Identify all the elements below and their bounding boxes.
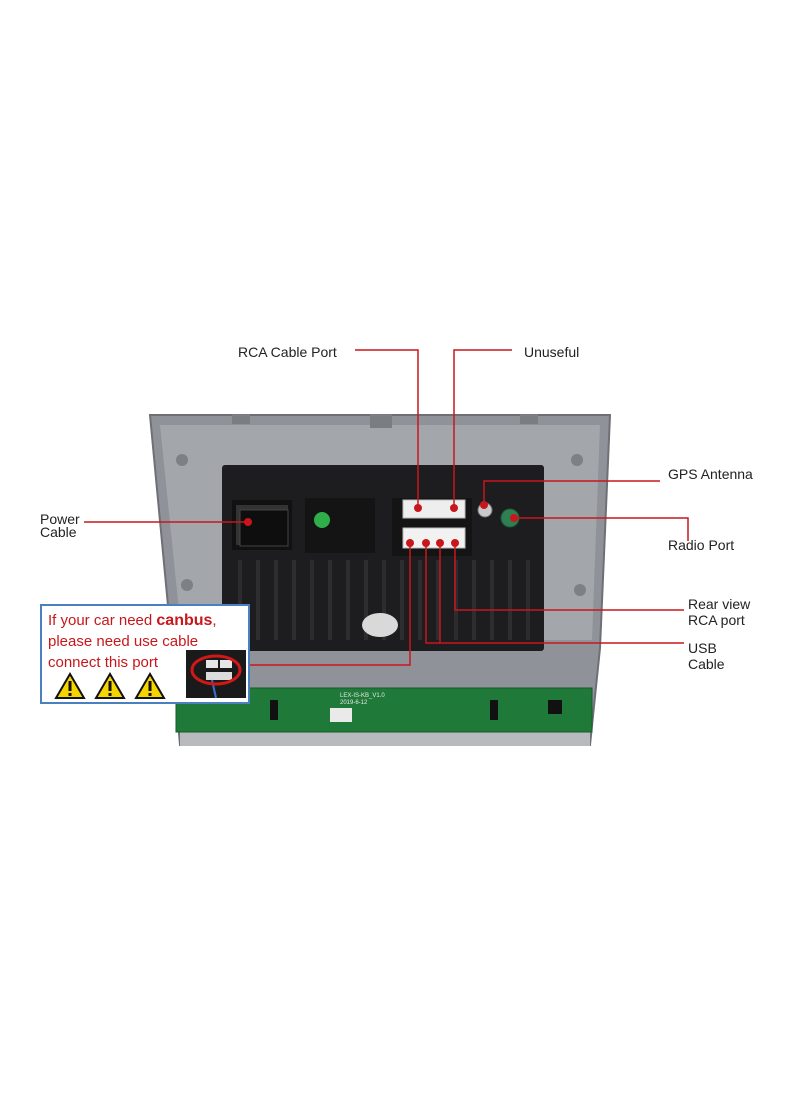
label-rca-cable-port: RCA Cable Port [238, 344, 337, 360]
warning-icon [54, 672, 86, 699]
callout-canbus-word: canbus [156, 612, 213, 629]
pcb-model-text: LEX-IS-KB_V1.0 [340, 693, 385, 699]
label-unuseful: Unuseful [524, 344, 580, 360]
leader-rear-view [454, 543, 684, 611]
pcb-date-text: 2019-6-12 [340, 700, 368, 706]
power-cable-port [239, 509, 289, 547]
label-power-cable-2: Cable [40, 524, 77, 540]
callout-line-1-prefix: If your car need [48, 612, 157, 629]
label-usb-1: USB [688, 640, 717, 656]
warning-icon [134, 672, 166, 699]
canbus-callout: If your car need canbus, please need use… [40, 604, 250, 704]
leader-unuseful [453, 349, 512, 508]
label-power-cable-1: Power [40, 511, 80, 527]
callout-line-3: connect this port [48, 654, 159, 671]
label-usb-2: Cable [688, 656, 725, 672]
leader-gps [483, 480, 660, 505]
leader-rca [355, 349, 419, 508]
callout-line-1-suffix: , [212, 612, 217, 629]
leader-usb-2 [425, 543, 440, 644]
leader-canbus [245, 543, 411, 666]
back-plate [222, 465, 544, 651]
warning-icons-row [54, 672, 166, 700]
label-rear-view-1: Rear view [688, 596, 751, 612]
warning-icon [94, 672, 126, 699]
lower-connector-port [402, 527, 466, 549]
label-gps-antenna: GPS Antenna [668, 466, 753, 482]
callout-line-2: please need use cable [48, 633, 199, 650]
leader-dots [244, 501, 518, 547]
leader-lines [84, 349, 689, 666]
sticker-icon [314, 512, 330, 528]
label-rear-view-2: RCA port [688, 612, 745, 628]
canbus-port-thumbnail [186, 650, 246, 698]
callout-line-1: If your car need canbus, [48, 610, 242, 631]
label-radio-port: Radio Port [668, 537, 735, 553]
leader-radio [514, 517, 689, 541]
